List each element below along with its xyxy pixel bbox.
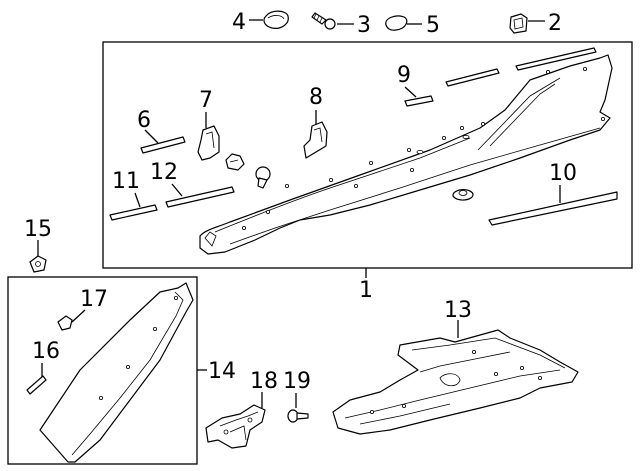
part-12-strip[interactable] (165, 186, 235, 208)
part-7-bracket[interactable] (197, 125, 220, 161)
part-16-strip[interactable] (26, 375, 47, 395)
callout-8: 8 (309, 85, 323, 110)
callout-13: 13 (444, 298, 472, 323)
callout-12: 12 (150, 160, 178, 185)
callout-6: 6 (137, 108, 151, 133)
callout-15: 15 (24, 217, 52, 242)
callout-18: 18 (250, 369, 278, 394)
callout-19: 19 (283, 369, 311, 394)
callout-9: 9 (397, 63, 411, 88)
part-14-pillar-trim[interactable] (39, 282, 194, 463)
callout-4: 4 (232, 10, 246, 35)
callout-1: 1 (359, 278, 373, 303)
callout-16: 16 (32, 339, 60, 364)
rubber-stop[interactable] (452, 189, 474, 201)
part-2-clip[interactable] (509, 13, 528, 34)
part-10-molding[interactable] (488, 191, 618, 226)
part-19-push-pin[interactable] (287, 409, 309, 423)
callout-2: 2 (548, 11, 562, 36)
part-3-screw[interactable] (311, 12, 336, 30)
push-rivet[interactable] (255, 166, 271, 189)
callout-10: 10 (549, 161, 577, 186)
callout-11: 11 (112, 169, 140, 194)
leader-17 (71, 309, 86, 323)
callout-7: 7 (199, 88, 213, 113)
part-18-bracket[interactable] (205, 404, 266, 449)
callout-14: 14 (208, 359, 236, 384)
part-4-plug[interactable] (263, 10, 289, 29)
part-1-rocker-panel[interactable] (199, 54, 613, 255)
retainer-clip[interactable] (225, 153, 245, 171)
callout-3: 3 (357, 13, 371, 38)
upper-molding-strips[interactable] (445, 47, 597, 87)
part-9-clip-strip[interactable] (404, 95, 434, 107)
part-8-bracket[interactable] (303, 121, 328, 159)
rocker-assembly-box (102, 41, 633, 269)
leader-12 (171, 183, 183, 197)
part-13-under-cover[interactable] (332, 329, 579, 435)
part-11-strip[interactable] (109, 204, 158, 221)
leader-9 (404, 86, 417, 98)
callout-17: 17 (80, 287, 108, 312)
leader-6 (144, 129, 159, 144)
part-15-nut[interactable] (29, 255, 47, 273)
part-5-cap[interactable] (385, 15, 408, 31)
part-17-clip[interactable] (57, 315, 73, 331)
callout-5: 5 (426, 13, 440, 38)
part-6-strip[interactable] (140, 136, 186, 154)
leader-11 (134, 192, 141, 208)
